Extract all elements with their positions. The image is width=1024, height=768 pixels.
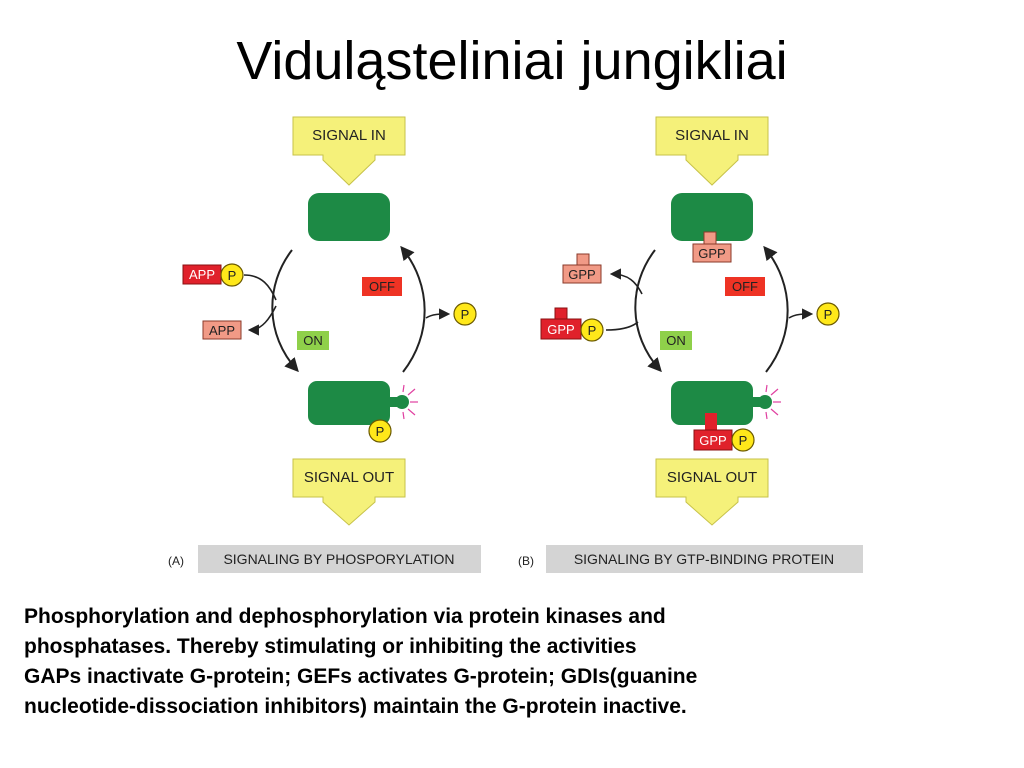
- on-box: [660, 331, 692, 350]
- signaling-switch-diagram: SIGNAL IN APP P APP OFF ON P: [168, 116, 863, 573]
- signal-in-label: SIGNAL IN: [312, 127, 386, 144]
- signal-in-arrow: SIGNAL IN: [655, 116, 769, 186]
- incoming-gtp-label: GPP: [547, 322, 574, 337]
- bound-gtp-label: GPP: [699, 433, 726, 448]
- app-output: APP: [202, 320, 242, 340]
- activation-spark: [402, 384, 418, 420]
- inactive-g-protein: [671, 193, 753, 241]
- signal-out-label: SIGNAL OUT: [304, 469, 394, 486]
- off-box: [362, 277, 402, 296]
- panel-b: SIGNAL IN GPP GPP GPP P OFF: [518, 116, 863, 573]
- on-to-off-arc: [763, 245, 789, 373]
- panel-b-tag: (B): [518, 554, 534, 568]
- bound-gtp: GPP P: [693, 413, 755, 452]
- attached-phosphate-label: P: [376, 424, 385, 439]
- released-phosphate: [453, 302, 477, 326]
- app-output-label: APP: [209, 323, 235, 338]
- caption-line: nucleotide-dissociation inhibitors) main…: [24, 695, 687, 718]
- active-g-protein: [671, 381, 772, 425]
- on-label: ON: [666, 333, 686, 348]
- slide-title: Viduląsteliniai jungikliai: [236, 31, 788, 91]
- panel-a-label: SIGNALING BY PHOSPORYLATION: [223, 551, 454, 567]
- inactive-protein: [308, 193, 390, 241]
- app-p-label: APP: [189, 267, 215, 282]
- signal-out-arrow: SIGNAL OUT: [655, 458, 769, 526]
- incoming-gtp-phosphate: P: [588, 323, 597, 338]
- phosphate-release-arrow: [425, 308, 451, 320]
- caption-line: phosphatases. Thereby stimulating or inh…: [24, 635, 637, 658]
- off-label: OFF: [369, 279, 395, 294]
- app-p-in-arrow: [243, 274, 277, 301]
- released-phosphate: [816, 302, 840, 326]
- app-phosphate-label: P: [228, 268, 237, 283]
- panel-a-tag: (A): [168, 554, 184, 568]
- phosphate-release-arrow: [788, 308, 814, 320]
- slide-caption: Phosphorylation and dephosphorylation vi…: [24, 602, 1014, 722]
- on-label: ON: [303, 333, 323, 348]
- gdp-release-arrow: [609, 268, 643, 295]
- incoming-gtp: GPP P: [540, 307, 604, 342]
- off-label: OFF: [732, 279, 758, 294]
- panel-a-label-box: [198, 545, 481, 573]
- panel-a: SIGNAL IN APP P APP OFF ON P: [168, 116, 481, 573]
- bound-gtp-phosphate: P: [739, 433, 748, 448]
- bound-gdp: GPP: [692, 231, 732, 263]
- on-to-off-arc: [400, 245, 426, 373]
- signal-out-arrow: SIGNAL OUT: [292, 458, 406, 526]
- panel-b-label-box: [546, 545, 863, 573]
- app-out-arrow: [247, 305, 277, 336]
- attached-phosphate: [368, 419, 392, 443]
- caption-line: Phosphorylation and dephosphorylation vi…: [24, 605, 666, 628]
- app-p-input: APP P: [182, 263, 244, 287]
- released-gdp: GPP: [562, 253, 602, 284]
- released-phosphate-label: P: [461, 307, 470, 322]
- caption-line: GAPs inactivate G-protein; GEFs activate…: [24, 665, 698, 688]
- active-protein: [308, 381, 409, 425]
- signal-in-label: SIGNAL IN: [675, 127, 749, 144]
- off-to-on-arc: [634, 249, 662, 373]
- released-phosphate-label: P: [824, 307, 833, 322]
- signal-in-arrow: SIGNAL IN: [292, 116, 406, 186]
- off-box: [725, 277, 765, 296]
- activation-spark: [765, 384, 781, 420]
- off-to-on-arc: [271, 249, 299, 373]
- on-box: [297, 331, 329, 350]
- panel-b-label: SIGNALING BY GTP-BINDING PROTEIN: [574, 551, 834, 567]
- gtp-in-arrow: [605, 321, 639, 331]
- released-gdp-label: GPP: [568, 267, 595, 282]
- bound-gdp-label: GPP: [698, 246, 725, 261]
- signal-out-label: SIGNAL OUT: [667, 469, 757, 486]
